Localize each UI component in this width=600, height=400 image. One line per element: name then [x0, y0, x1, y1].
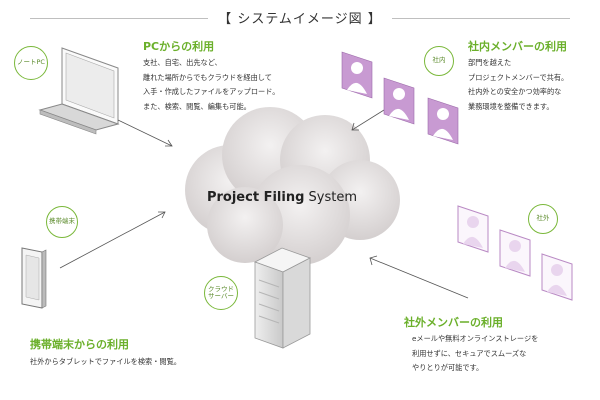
pc-usage-heading: PCからの利用	[143, 40, 215, 53]
server-icon	[254, 247, 311, 349]
badge-cloud-server: クラウド サーバー	[204, 276, 238, 310]
mobile-usage-heading: 携帯端末からの利用	[30, 338, 129, 351]
arrow-mobile-to-cloud	[59, 211, 166, 269]
external-members-description: eメールや無料オンラインストレージを 利用せずに、セキュアでスムーズな やりとり…	[412, 334, 539, 372]
mobile-usage-description: 社外からタブレットでファイルを検索・閲覧。	[30, 357, 181, 366]
tablet-icon	[21, 247, 47, 309]
person-icon	[341, 51, 373, 99]
person-icon	[499, 229, 531, 277]
arrow-external-to-cloud	[369, 257, 469, 299]
internal-members-description: 部門を越えた プロジェクトメンバーで共有。 社内外との安全かつ効率的な 業務環境…	[468, 58, 569, 111]
laptop-icon	[38, 47, 120, 135]
badge-external: 社外	[528, 204, 558, 234]
person-icon	[457, 205, 489, 253]
badge-notebook-pc: ノートPC	[14, 46, 48, 80]
badge-internal: 社内	[424, 46, 454, 76]
internal-members-heading: 社内メンバーの利用	[468, 40, 567, 53]
diagram-title: 【 システムイメージ図 】	[0, 8, 600, 27]
badge-mobile: 携帯端末	[46, 206, 78, 238]
person-icon	[383, 77, 415, 125]
arrow-pc-to-cloud	[117, 119, 173, 147]
external-members-heading: 社外メンバーの利用	[404, 316, 503, 329]
pc-usage-description: 支社、自宅、出先など、 離れた場所からでもクラウドを経由して 入手・作成したファ…	[143, 58, 280, 111]
cloud-label: Project Filing System	[206, 190, 357, 205]
internal-members-avatars	[341, 51, 459, 145]
cloud-shape	[185, 107, 400, 265]
person-icon	[427, 97, 459, 145]
external-members-avatars	[457, 205, 573, 301]
person-icon	[541, 253, 573, 301]
